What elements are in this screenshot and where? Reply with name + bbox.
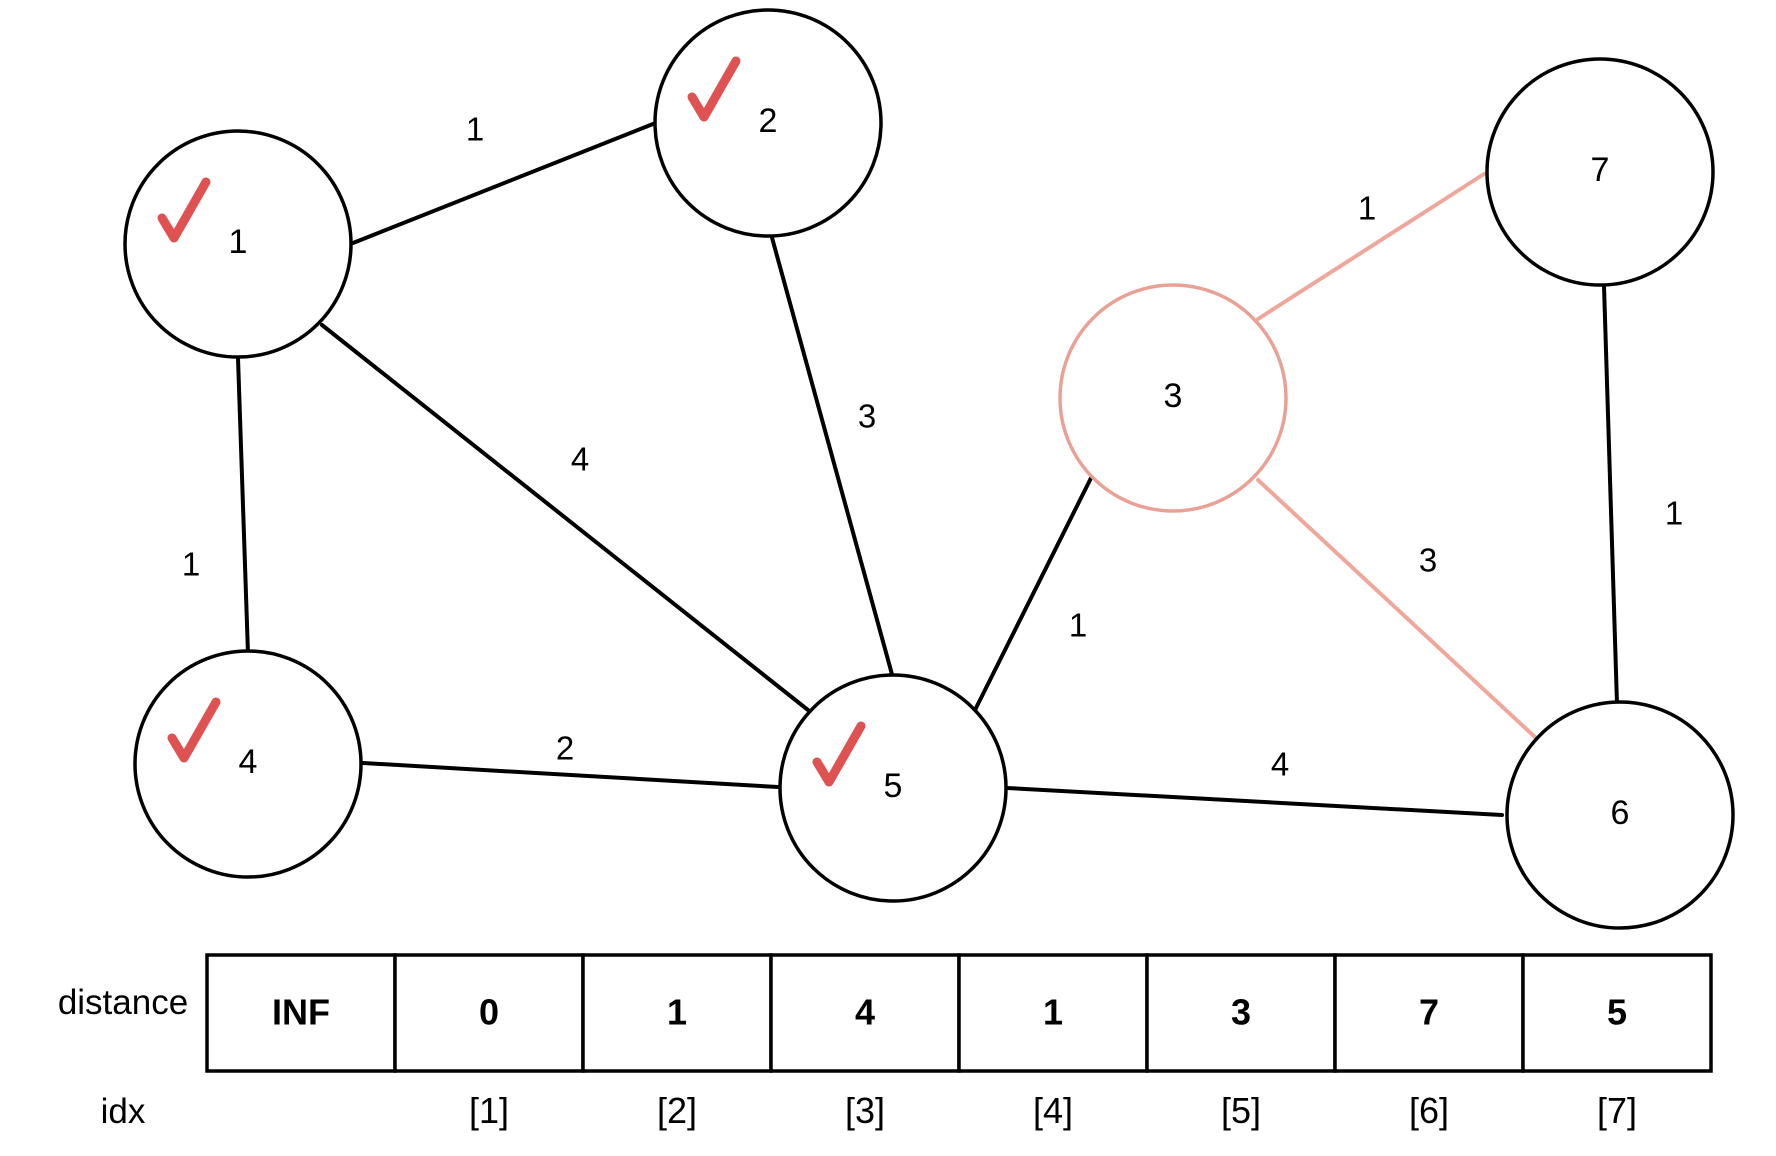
distance-cell-6 <box>1333 953 1525 1073</box>
visited-check-icon <box>157 177 211 243</box>
distance-value-6: 7 <box>1419 992 1439 1033</box>
index-label-5: [5] <box>1221 1090 1261 1131</box>
node-circle-2 <box>653 8 883 238</box>
edge-5-3 <box>973 474 1094 712</box>
visited-check-icon <box>167 697 221 763</box>
index-label-4: [4] <box>1033 1090 1073 1131</box>
edge-5-6 <box>1005 786 1504 817</box>
edge-weight-5-3: 1 <box>1069 607 1087 644</box>
index-label-2: [2] <box>657 1090 697 1131</box>
distance-value-7: 5 <box>1607 992 1627 1033</box>
distance-value-3: 4 <box>855 992 875 1033</box>
node-label-6: 6 <box>1611 794 1630 832</box>
node-label-1: 1 <box>229 223 248 261</box>
edge-3-7 <box>1256 172 1486 321</box>
edge-weight-1-2: 1 <box>466 111 484 148</box>
edge-weight-1-4: 1 <box>182 546 200 583</box>
distance-cell-2 <box>581 953 773 1073</box>
node-3: 3 <box>1058 283 1288 513</box>
visited-check-icon <box>687 56 741 122</box>
distance-table: distance idx INF 0 [1] 1 [2] 4 [3] 1 [4] 3 [5] 7 [6]… <box>58 953 1713 1131</box>
node-7: 7 <box>1485 57 1715 287</box>
distance-value-1: 0 <box>479 992 499 1033</box>
distance-cell-1 <box>393 953 585 1073</box>
idx-row-label: idx <box>101 1092 146 1131</box>
index-label-7: [7] <box>1597 1090 1637 1131</box>
edge-weight-3-7: 1 <box>1358 190 1376 227</box>
edge-weight-3-6: 3 <box>1419 542 1437 579</box>
node-circle-6 <box>1505 700 1735 930</box>
node-circle-4 <box>133 649 363 879</box>
node-1: 1 <box>123 129 353 359</box>
index-label-6: [6] <box>1409 1090 1449 1131</box>
edge-weight-7-6: 1 <box>1665 495 1683 532</box>
index-label-3: [3] <box>845 1090 885 1131</box>
node-2: 2 <box>653 8 883 238</box>
node-4: 4 <box>133 649 363 879</box>
node-label-7: 7 <box>1591 151 1610 189</box>
edge-3-6 <box>1256 478 1538 740</box>
node-label-2: 2 <box>759 102 778 140</box>
edge-weight-1-5: 4 <box>571 441 589 478</box>
edge-weight-2-5: 3 <box>858 398 876 435</box>
nodes-layer: 1 2 3 4 5 6 7 <box>123 8 1735 930</box>
edge-7-6 <box>1602 284 1619 706</box>
edge-1-2 <box>351 122 655 245</box>
node-label-4: 4 <box>239 743 258 781</box>
distance-value-0: INF <box>272 992 330 1033</box>
distance-value-5: 3 <box>1231 992 1251 1033</box>
distance-row-label: distance <box>58 983 188 1022</box>
edges-layer: 1 1 4 3 2 1 4 1 3 1 <box>182 111 1683 817</box>
node-circle-1 <box>123 129 353 359</box>
node-6: 6 <box>1505 700 1735 930</box>
node-circle-7 <box>1485 57 1715 287</box>
index-label-1: [1] <box>469 1090 509 1131</box>
distance-cell-7 <box>1521 953 1713 1073</box>
distance-cell-0 <box>205 953 397 1073</box>
edge-weight-5-6: 4 <box>1271 746 1289 783</box>
node-circle-3 <box>1058 283 1288 513</box>
edge-weight-4-5: 2 <box>556 730 574 767</box>
edge-4-5 <box>361 761 780 789</box>
edge-1-5 <box>320 323 810 712</box>
distance-value-2: 1 <box>667 992 687 1033</box>
edge-2-5 <box>769 232 895 680</box>
node-label-3: 3 <box>1164 377 1183 415</box>
node-5: 5 <box>778 673 1008 903</box>
node-label-5: 5 <box>884 767 903 805</box>
distance-value-4: 1 <box>1043 992 1063 1033</box>
node-circle-5 <box>778 673 1008 903</box>
visited-check-icon <box>812 721 866 787</box>
edge-1-4 <box>236 356 250 656</box>
